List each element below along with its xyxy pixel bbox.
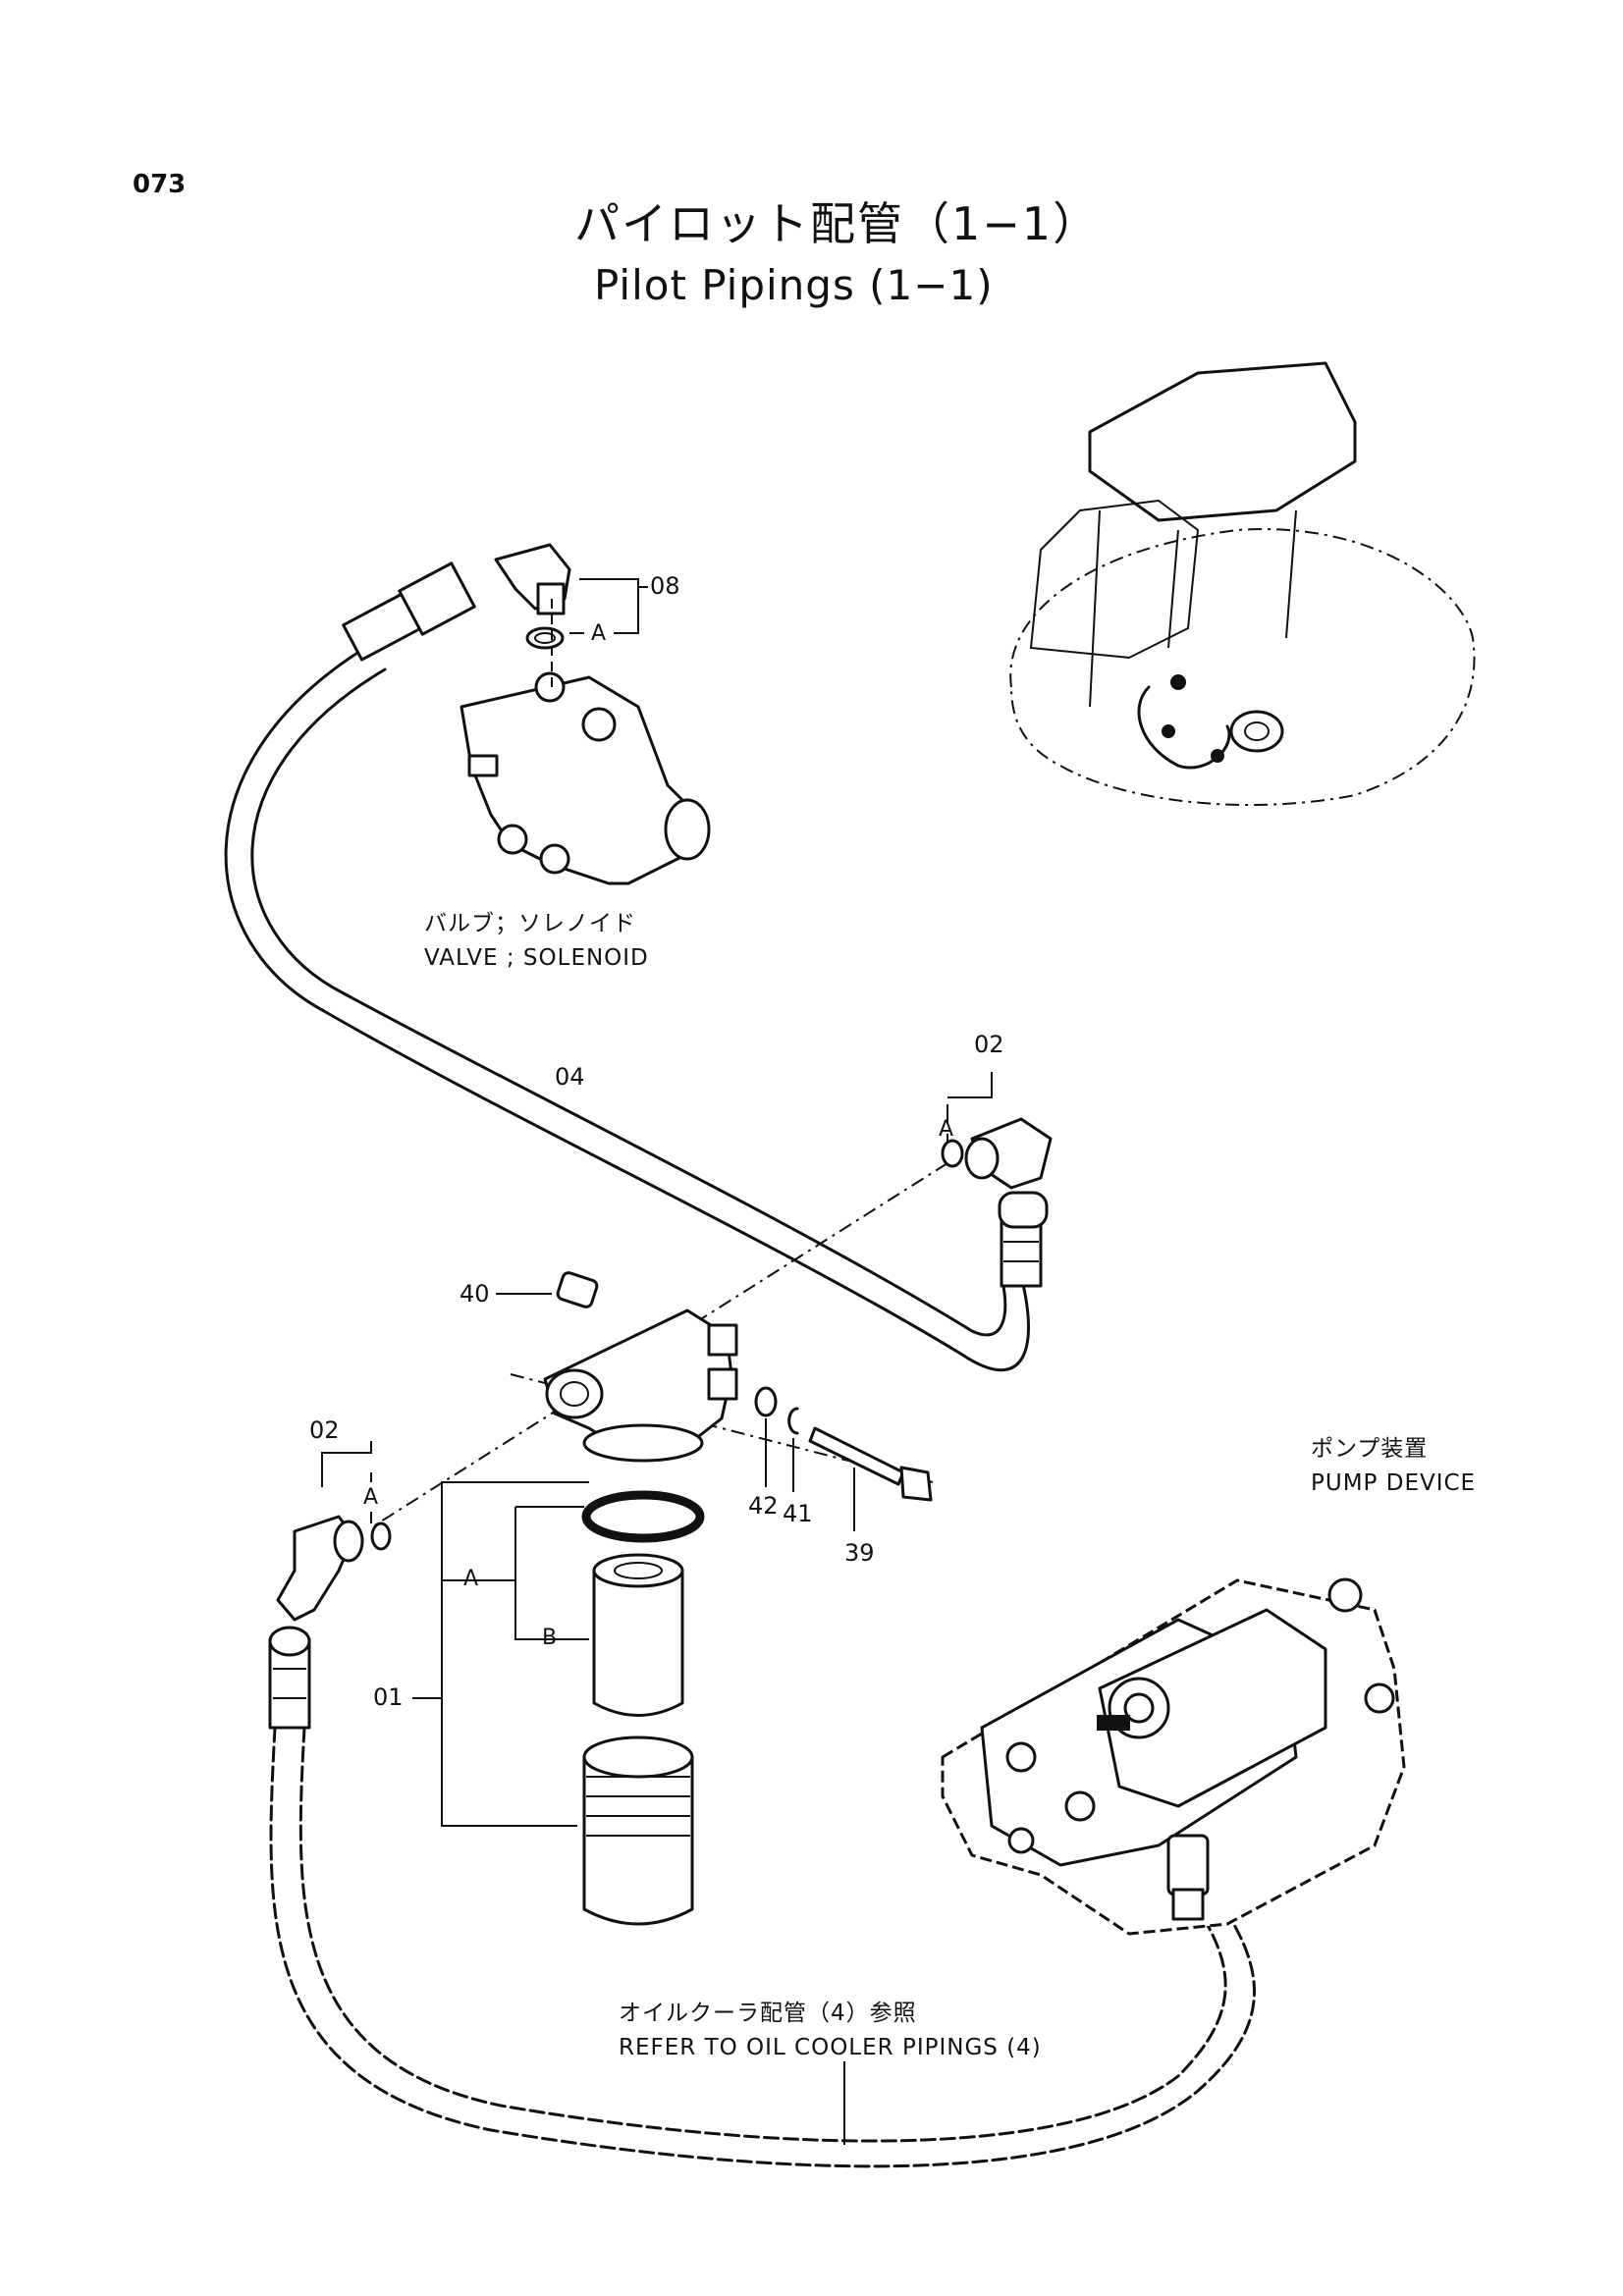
oil-cooler-reference-en: REFER TO OIL COOLER PIPINGS (4) [619, 2035, 1042, 2060]
part-number-08: 08 [650, 572, 680, 600]
page-number: 073 [133, 170, 187, 199]
pin-40 [496, 1271, 599, 1308]
letter-a-01: A [463, 1567, 479, 1591]
filter-element-01 [412, 1481, 705, 1926]
solenoid-valve-label-en: VALVE ; SOLENOID [424, 945, 649, 971]
washer-42 [754, 1386, 778, 1487]
elbow-fitting-02-top [941, 1072, 1053, 1190]
solenoid-valve [460, 671, 711, 885]
elbow-fitting-02-left [276, 1441, 392, 1622]
part-number-04: 04 [555, 1063, 585, 1091]
page-title-english: Pilot Pipings (1−1) [594, 261, 994, 309]
filter-head [543, 1308, 738, 1463]
part-number-39: 39 [844, 1539, 875, 1567]
pump-device-label-en: PUMP DEVICE [1311, 1470, 1477, 1496]
part-number-02-left: 02 [309, 1416, 340, 1444]
solenoid-valve-label-jp: バルブ；ソレノイド [424, 911, 636, 936]
letter-a-02-top: A [939, 1117, 954, 1142]
machine-overview [1009, 361, 1476, 806]
letter-b-01: B [542, 1626, 558, 1650]
bolt-39 [808, 1426, 933, 1531]
part-number-02-top: 02 [974, 1031, 1004, 1058]
oil-cooler-reference-jp: オイルクーラ配管（4）参照 [619, 2001, 917, 2026]
pump-device [941, 1577, 1406, 1936]
letter-a-02-left: A [363, 1485, 379, 1510]
letter-a-08: A [591, 621, 607, 646]
ring-41 [787, 1407, 799, 1492]
part-number-40: 40 [460, 1280, 490, 1308]
hose-lower [268, 1626, 1256, 2168]
part-number-42: 42 [748, 1492, 779, 1520]
part-number-01: 01 [373, 1683, 404, 1711]
hose-04 [224, 561, 1049, 1372]
elbow-fitting-08 [494, 543, 648, 687]
part-number-41: 41 [783, 1500, 813, 1527]
pump-device-label-jp: ポンプ装置 [1311, 1436, 1429, 1462]
page-title-japanese: パイロット配管（1−1） [574, 197, 1101, 250]
